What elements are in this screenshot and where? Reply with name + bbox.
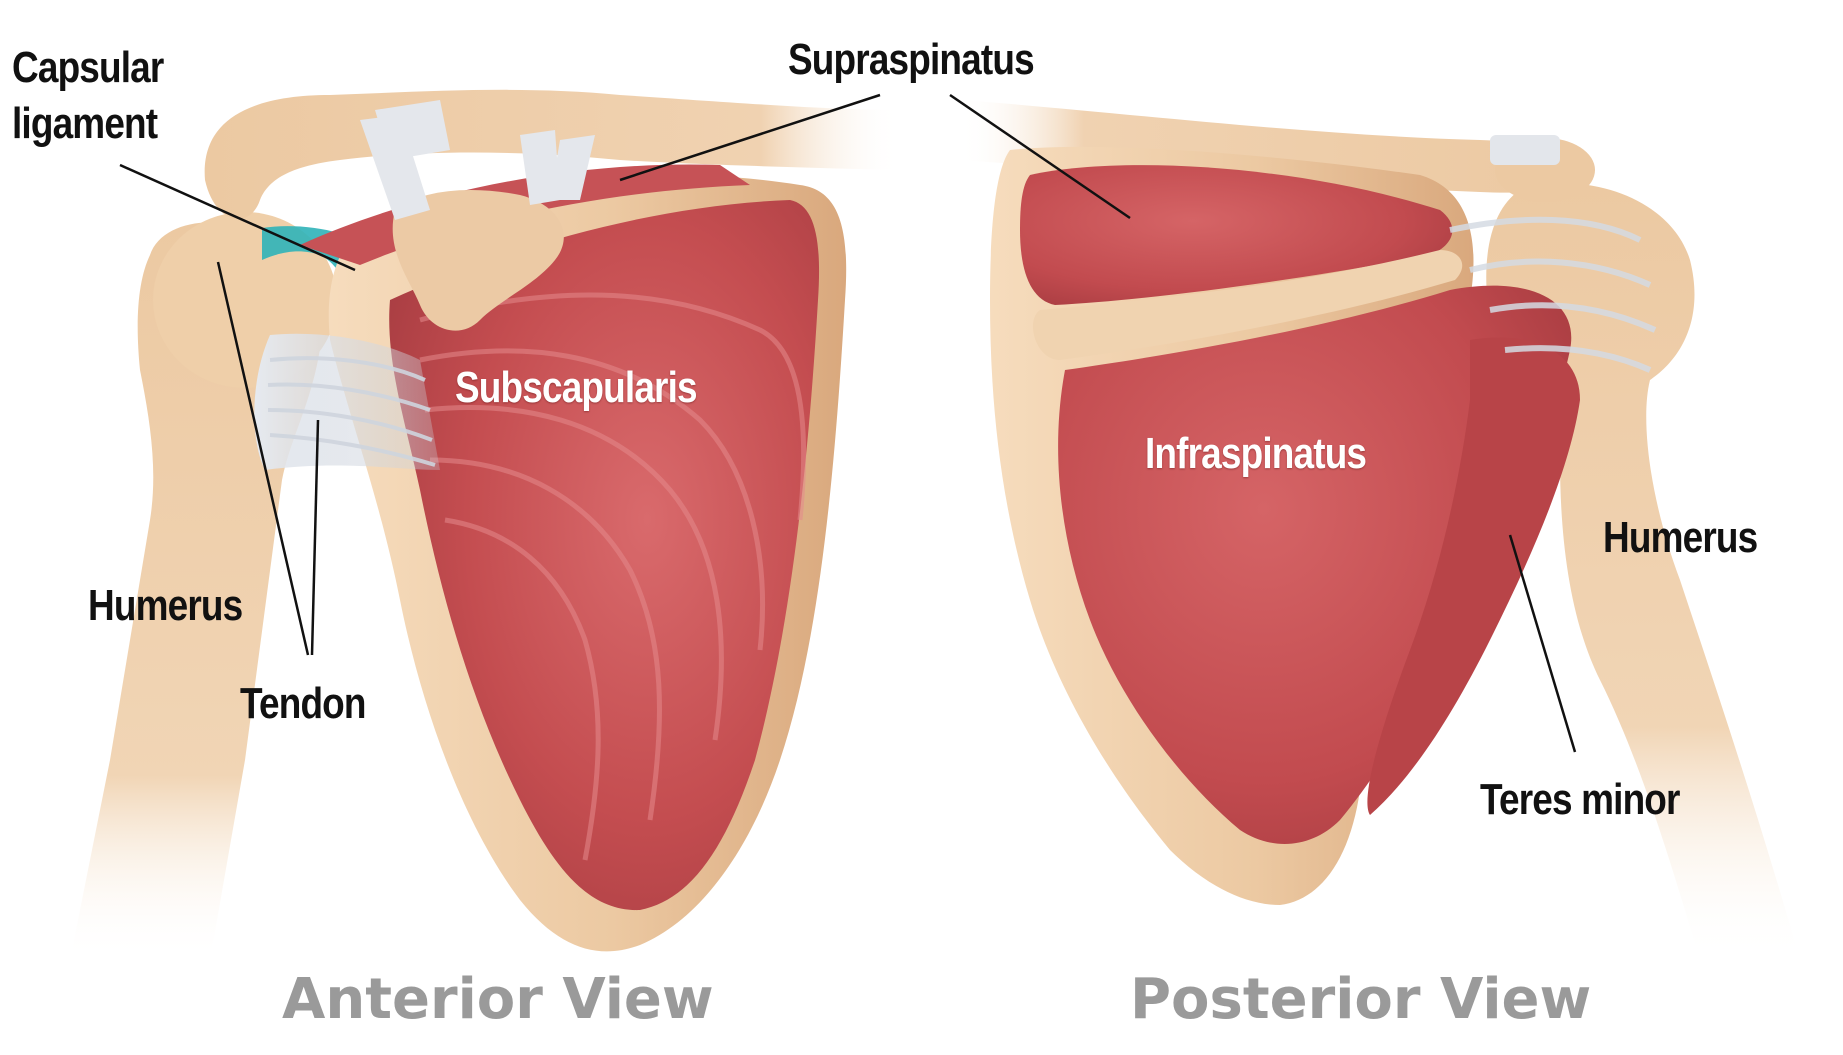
anterior-view-title: Anterior View [282, 967, 714, 1032]
leader-supraspinatus-right [949, 93, 1131, 220]
label-supraspinatus: Supraspinatus [788, 35, 1035, 84]
teres-minor-muscle [1367, 337, 1580, 815]
posterior-view-drawing [960, 100, 1800, 961]
supraspinatus-posterior [1020, 165, 1453, 305]
label-capsular-ligament-line2: ligament [12, 99, 158, 148]
anterior-view-drawing [70, 89, 900, 961]
leader-lines [119, 93, 1577, 753]
label-subscapularis: Subscapularis [455, 363, 698, 412]
leader-tendon-1 [216, 261, 310, 656]
scapular-spine [1032, 250, 1463, 360]
label-humerus-left: Humerus [88, 581, 243, 630]
leader-teres-minor [1508, 534, 1577, 753]
coracoclavicular-ligaments [360, 100, 595, 220]
tendon-fibers [267, 356, 436, 467]
rotator-cuff-tendons-posterior [1449, 216, 1657, 373]
posterior-view-title: Posterior View [1130, 967, 1592, 1032]
label-teres-minor: Teres minor [1480, 775, 1680, 824]
label-humerus-right: Humerus [1603, 513, 1758, 562]
label-infraspinatus: Infraspinatus [1145, 429, 1367, 478]
label-capsular-ligament-line1: Capsular [12, 43, 164, 92]
leader-supraspinatus-left [619, 93, 881, 182]
infraspinatus-muscle [1058, 285, 1572, 844]
label-tendon: Tendon [240, 679, 366, 728]
subscapularis-muscle [389, 200, 820, 911]
leader-capsular-ligament [119, 163, 356, 272]
subscapularis-striations [419, 292, 807, 861]
ac-ligament [1490, 135, 1560, 165]
leader-tendon-2 [310, 419, 320, 656]
coracoid-process [392, 190, 564, 331]
